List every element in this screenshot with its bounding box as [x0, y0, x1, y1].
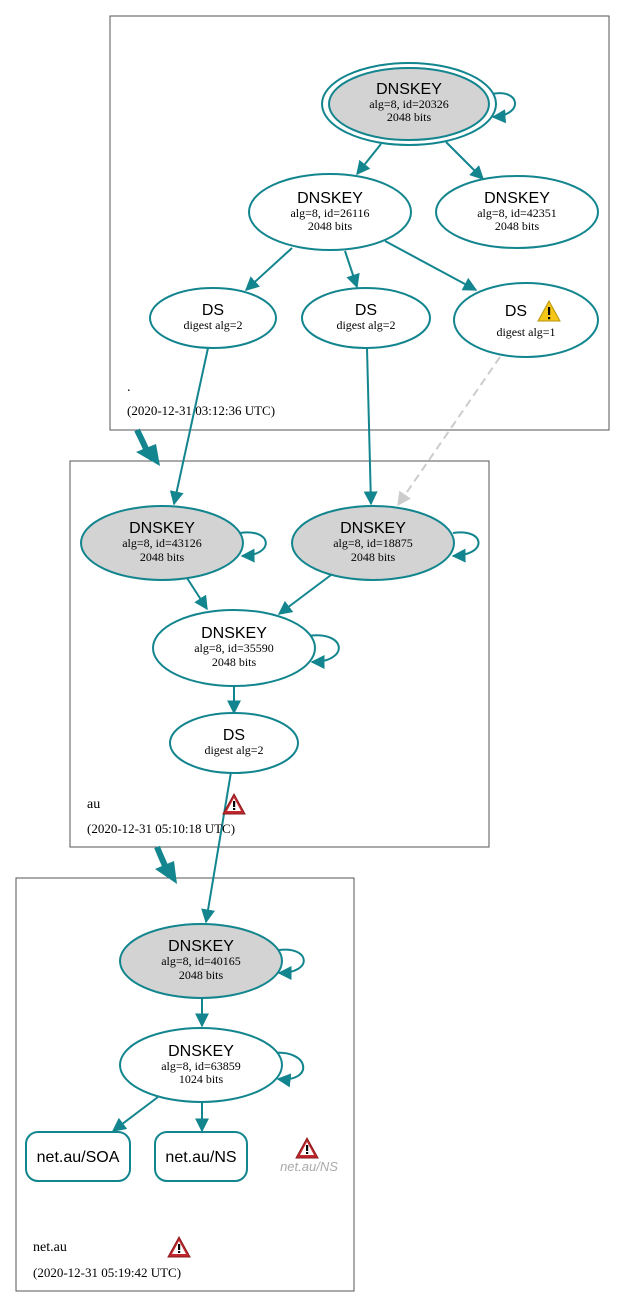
edge-root-ksk-key3: [445, 141, 484, 180]
edge-self-root-ksk: [491, 92, 516, 124]
node-detail: alg=8, id=42351: [477, 206, 557, 220]
edge-root-ksk-zsk: [356, 143, 382, 176]
zone-netau-timestamp: (2020-12-31 05:19:42 UTC): [33, 1265, 181, 1280]
node-title: DNSKEY: [201, 625, 267, 642]
zone-netau-name: net.au: [33, 1240, 67, 1255]
edge-root-zsk-ds2: [344, 250, 360, 289]
node-root-key3[interactable]: DNSKEY alg=8, id=42351 2048 bits: [435, 175, 599, 249]
node-title: net.au/NS: [280, 1159, 338, 1174]
node-root-ds1[interactable]: DS digest alg=2: [149, 287, 277, 349]
node-detail: digest alg=2: [204, 743, 263, 757]
zone-root-name: .: [127, 380, 131, 395]
edge-au-ksk2-zsk: [277, 574, 332, 615]
edge-self-au-zsk: [306, 634, 340, 669]
node-detail: alg=8, id=26116: [290, 206, 369, 220]
node-bits: 2048 bits: [387, 110, 432, 124]
zone-au-box: [69, 460, 490, 848]
node-title: DS: [223, 727, 245, 744]
edge-self-net-ksk: [277, 948, 305, 980]
zone-au-name: au: [87, 797, 100, 812]
node-root-ds2[interactable]: DS digest alg=2: [301, 287, 431, 349]
node-title: DNSKEY: [484, 190, 550, 207]
node-title: DS: [505, 303, 527, 320]
node-title: DNSKEY: [168, 938, 234, 955]
delegation-arrow-root-au: [134, 428, 160, 466]
node-au-ksk1[interactable]: DNSKEY alg=8, id=43126 2048 bits: [80, 505, 244, 581]
node-net-ns-ghost[interactable]: net.au/NS: [280, 1136, 338, 1174]
node-detail: alg=8, id=35590: [194, 641, 274, 655]
node-title: DNSKEY: [376, 81, 442, 98]
node-title: DS: [202, 302, 224, 319]
zone-netau-box: [15, 877, 355, 1292]
edge-net-zsk-soa: [111, 1096, 159, 1132]
edge-self-net-zsk: [271, 1051, 305, 1088]
edge-root-zsk-ds3: [384, 240, 478, 291]
edge-self-au-ksk2: [451, 531, 480, 563]
node-detail: alg=8, id=40165: [161, 954, 241, 968]
node-detail: alg=8, id=20326: [369, 97, 449, 111]
node-root-zsk[interactable]: DNSKEY alg=8, id=26116 2048 bits: [248, 173, 412, 251]
node-bits: 2048 bits: [495, 219, 540, 233]
node-au-ksk2[interactable]: DNSKEY alg=8, id=18875 2048 bits: [291, 505, 455, 581]
edge-ds1-au-ksk1: [169, 347, 209, 506]
node-detail: digest alg=1: [496, 325, 555, 339]
warning-triangle-icon: [537, 299, 561, 322]
edge-ds3-au-ksk2-dashed: [397, 356, 501, 507]
delegation-arrow-au-netau: [154, 845, 177, 884]
node-net-ns[interactable]: net.au/NS: [154, 1131, 248, 1182]
node-bits: 1024 bits: [179, 1072, 224, 1086]
node-title: DS: [355, 302, 377, 319]
node-title: DNSKEY: [297, 190, 363, 207]
node-au-zsk[interactable]: DNSKEY alg=8, id=35590 2048 bits: [152, 609, 316, 687]
edge-self-au-ksk1: [239, 531, 267, 563]
node-root-ksk[interactable]: DNSKEY alg=8, id=20326 2048 bits: [321, 62, 497, 146]
node-title: DNSKEY: [340, 520, 406, 537]
node-detail: digest alg=2: [336, 318, 395, 332]
node-net-ksk[interactable]: DNSKEY alg=8, id=40165 2048 bits: [119, 923, 283, 999]
zone-root-timestamp: (2020-12-31 03:12:36 UTC): [127, 403, 275, 418]
error-triangle-icon: [222, 792, 246, 815]
node-bits: 2048 bits: [179, 968, 224, 982]
node-bits: 2048 bits: [308, 219, 353, 233]
zone-root-box: [109, 15, 610, 431]
edge-au-ksk1-zsk: [186, 577, 208, 611]
node-au-ds[interactable]: DS digest alg=2: [169, 712, 299, 774]
node-bits: 2048 bits: [212, 655, 257, 669]
node-title: net.au/SOA: [37, 1149, 120, 1166]
error-triangle-icon: [167, 1235, 191, 1258]
node-title: net.au/NS: [165, 1149, 236, 1166]
edge-au-ds-net-ksk: [201, 771, 232, 924]
node-bits: 2048 bits: [351, 550, 396, 564]
node-detail: alg=8, id=18875: [333, 536, 413, 550]
zone-au-timestamp: (2020-12-31 05:10:18 UTC): [87, 821, 235, 836]
node-detail: alg=8, id=63859: [161, 1059, 241, 1073]
node-net-zsk[interactable]: DNSKEY alg=8, id=63859 1024 bits: [119, 1027, 283, 1103]
edge-ds2-au-ksk2: [363, 347, 378, 506]
node-title: DNSKEY: [129, 520, 195, 537]
node-net-soa[interactable]: net.au/SOA: [25, 1131, 131, 1182]
node-detail: digest alg=2: [183, 318, 242, 332]
node-detail: alg=8, id=43126: [122, 536, 202, 550]
node-bits: 2048 bits: [140, 550, 185, 564]
edge-root-zsk-ds1: [244, 247, 293, 291]
node-root-ds3[interactable]: DS digest alg=1: [453, 282, 599, 358]
node-title: DNSKEY: [168, 1043, 234, 1060]
error-triangle-icon: [295, 1136, 319, 1159]
